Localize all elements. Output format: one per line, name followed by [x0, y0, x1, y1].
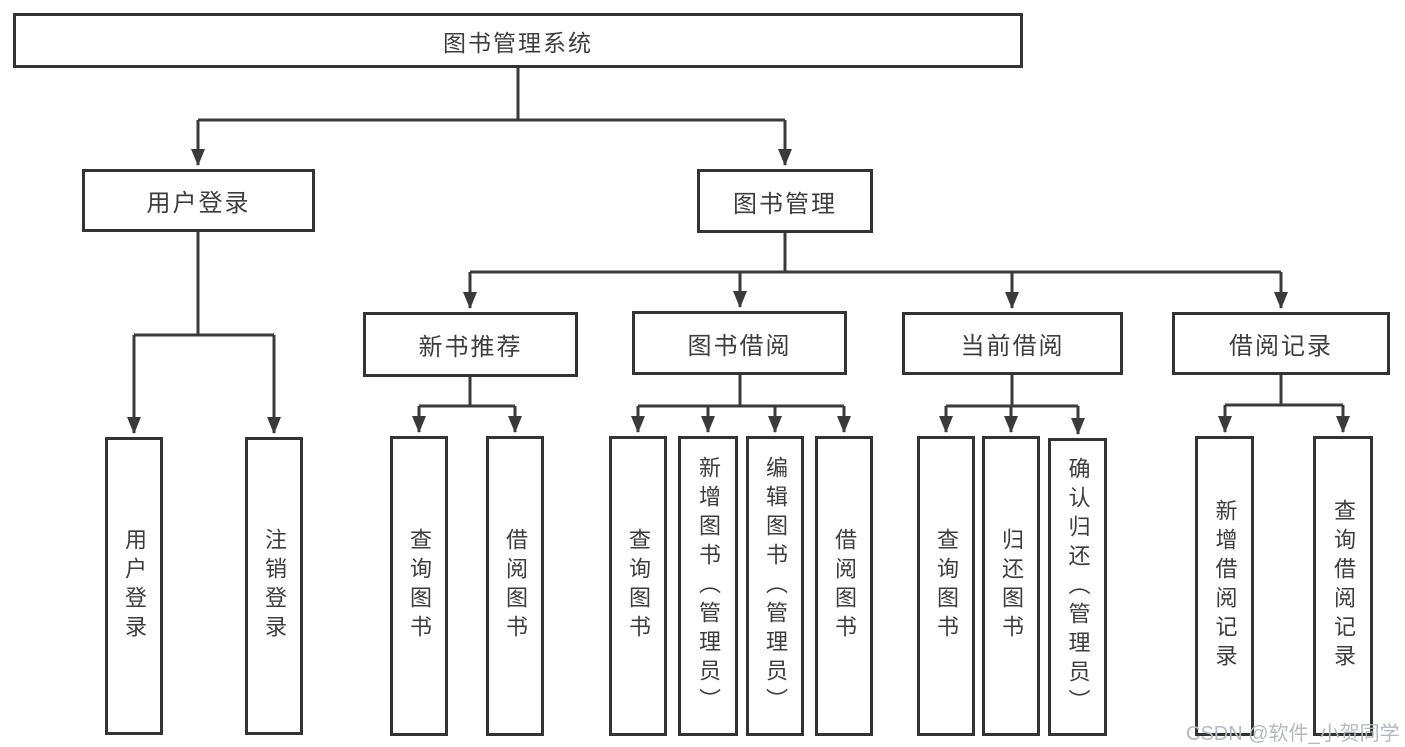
connector-root-to-level2	[191, 68, 792, 166]
node-confirm-return-admin: 确认归还（管理员）	[1048, 438, 1107, 736]
node-label: 查询图书	[934, 528, 959, 644]
node-user-login-action: 用户登录	[105, 437, 163, 735]
node-library-system: 图书管理系统	[13, 13, 1023, 68]
node-current-borrowing: 当前借阅	[902, 312, 1123, 375]
connector-book-mgmt-to-level3	[463, 233, 1288, 309]
node-label: 查询图书	[407, 528, 432, 644]
node-book-management: 图书管理	[697, 169, 873, 233]
node-label: 新增图书（管理员）	[696, 455, 721, 717]
node-return-books: 归还图书	[982, 436, 1040, 736]
node-add-borrow-record: 新增借阅记录	[1195, 436, 1254, 736]
node-book-borrowing: 图书借阅	[632, 311, 847, 375]
node-label: 编辑图书（管理员）	[763, 455, 788, 717]
node-new-book-recommend: 新书推荐	[363, 312, 578, 377]
csdn-watermark: CSDN @软件_小贺同学	[1186, 723, 1400, 745]
node-user-login: 用户登录	[82, 169, 315, 232]
node-label: 用户登录	[122, 528, 147, 644]
node-query-books-borrow: 查询图书	[609, 436, 667, 736]
node-label: 注销登录	[262, 528, 287, 644]
node-borrow-books-action: 借阅图书	[815, 436, 873, 736]
node-label: 查询借阅记录	[1331, 499, 1356, 673]
node-label: 确认归还（管理员）	[1065, 456, 1091, 718]
node-query-books-recommend: 查询图书	[390, 436, 448, 736]
node-add-book-admin: 新增图书（管理员）	[678, 436, 738, 736]
node-query-borrow-record: 查询借阅记录	[1313, 436, 1373, 736]
node-query-books-current: 查询图书	[917, 436, 975, 736]
node-label: 借阅图书	[832, 528, 857, 644]
node-label: 查询图书	[626, 528, 651, 644]
connector-borrow-record-children	[1218, 375, 1350, 433]
connector-book-borrow-children	[631, 375, 851, 433]
connector-current-borrow-children	[939, 375, 1085, 435]
node-logout-action: 注销登录	[245, 437, 303, 735]
node-borrow-books-recommend: 借阅图书	[486, 436, 544, 736]
node-edit-book-admin: 编辑图书（管理员）	[746, 436, 804, 736]
connector-new-book-children	[412, 377, 522, 433]
node-label: 新增借阅记录	[1212, 499, 1238, 673]
node-label: 借阅图书	[503, 528, 528, 644]
node-label: 归还图书	[999, 528, 1024, 644]
connector-user-login-children	[127, 232, 281, 434]
node-borrowing-records: 借阅记录	[1172, 312, 1390, 375]
